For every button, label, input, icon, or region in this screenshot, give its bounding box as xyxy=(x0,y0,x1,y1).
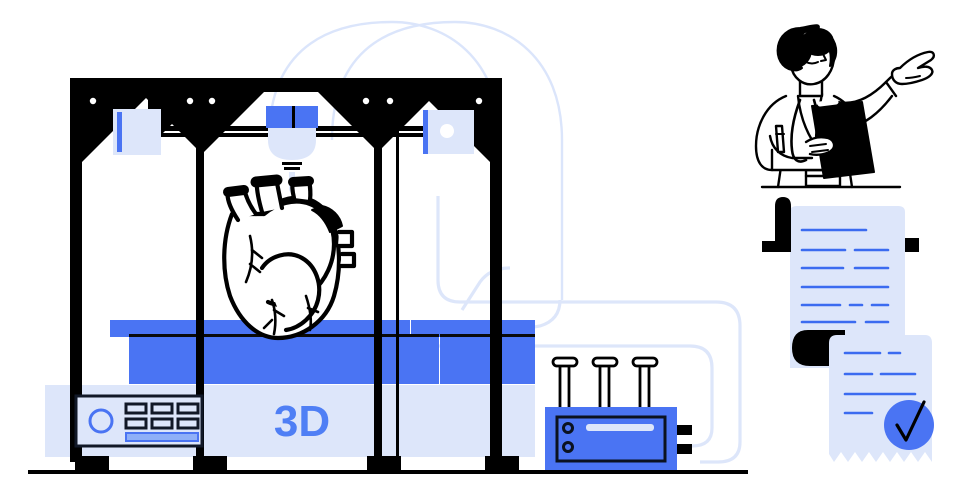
right-carriage xyxy=(423,110,474,154)
printer-brand-label: 3D xyxy=(274,397,330,446)
ground-line xyxy=(28,470,748,474)
approved-check-badge xyxy=(884,400,934,450)
printer-frame xyxy=(70,78,519,474)
control-panel[interactable] xyxy=(74,394,204,448)
anatomical-heart-model xyxy=(222,174,357,341)
doctor-figure xyxy=(754,24,936,189)
frame-corner-screws xyxy=(87,95,485,107)
sample-analyzer xyxy=(545,356,692,470)
device-ports xyxy=(676,425,692,454)
receipt-sheet-front xyxy=(829,335,934,462)
receipt-text-lines xyxy=(843,351,917,415)
left-carriage xyxy=(113,109,161,155)
panel-buttons xyxy=(124,402,200,430)
extruder-head xyxy=(266,106,318,193)
progress-bar xyxy=(125,432,199,442)
report-text-lines xyxy=(800,228,890,324)
device-display xyxy=(586,424,654,431)
rotary-knob xyxy=(88,408,114,434)
test-tubes xyxy=(551,356,659,414)
print-bed xyxy=(110,320,535,384)
